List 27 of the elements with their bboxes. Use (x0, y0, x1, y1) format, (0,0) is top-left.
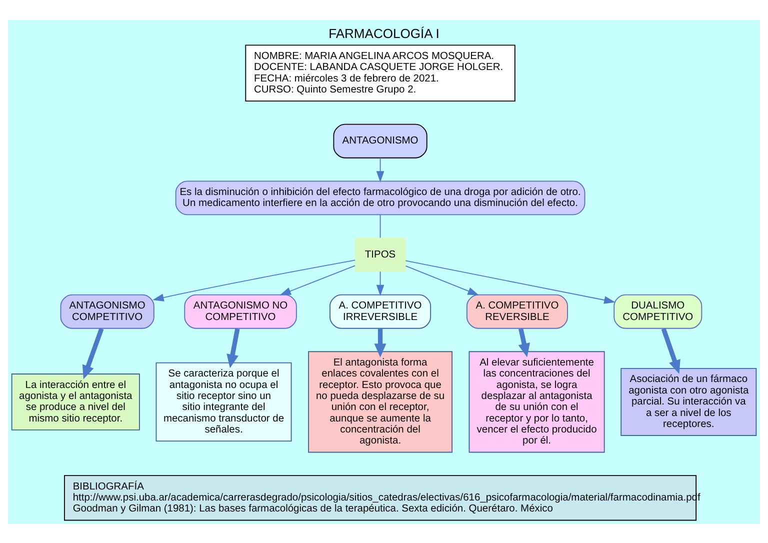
arrow (518, 328, 530, 357)
arrow (280, 264, 356, 295)
node-box: DUALISMO COMPETITIVO (614, 294, 702, 328)
connector (380, 214, 381, 238)
arrow (405, 260, 616, 304)
node-box: NOMBRE: MARIA ANGELINA ARCOS MOSQUERA. DOCENTE: LABANDA CASQUETE JORGE HOLGER. FECHA: miércoles 3 de febrero de 2021. CURSO: Quinto Semestre Grupo 2. (245, 44, 516, 102)
node-box: ANTAGONISMO NO COMPETITIVO (184, 294, 297, 328)
node-box: El antagonista forma enlaces covalentes con el receptor. Esto provoca que no pueda desplazarse de su unión con el receptor, aunque se aumente la concentración del agonista. (308, 350, 452, 452)
arrow (374, 328, 386, 357)
node-box: TIPOS (354, 237, 406, 272)
arrow (226, 328, 240, 368)
diagram-title: FARMACOLOGÍA I (328, 25, 440, 40)
node-box: A. COMPETITIVO REVERSIBLE (466, 294, 568, 328)
arrow (661, 327, 680, 374)
node-box: La interacción entre el agonista y el antagonista se produce a nivel del mismo sitio receptor. (11, 373, 140, 430)
arrow (82, 327, 104, 379)
node-box: ANTAGONISMO COMPETITIVO (60, 294, 154, 328)
node-box: Se caracteriza porque el antagonista no ocupa el sitio receptor sino un sitio integrante del mecanismo transductor de señales. (156, 362, 292, 442)
arrow (405, 264, 479, 295)
arrow (152, 259, 356, 301)
node-box: ANTAGONISMO (333, 123, 428, 158)
arrow (376, 156, 384, 182)
node-box: Asociación de un fármaco agonista con otro agonista parcial. Su interacción va a ser a nivel de los receptores. (620, 367, 757, 436)
node-box: Al elevar suficientemente las concentraciones del agonista, se logra desplazar al antagonista de su unión con el receptor y por lo tanto, vencer el efecto producido por él. (468, 350, 605, 452)
node-box: Es la disminución o inhibición del efecto farmacológico de una droga por adición de otro. Un medicamento interfiere en la acción de otro provocando una disminución del efecto. (175, 180, 586, 215)
node-box: A. COMPETITIVO IRREVERSIBLE (330, 294, 432, 328)
arrow (376, 270, 384, 296)
